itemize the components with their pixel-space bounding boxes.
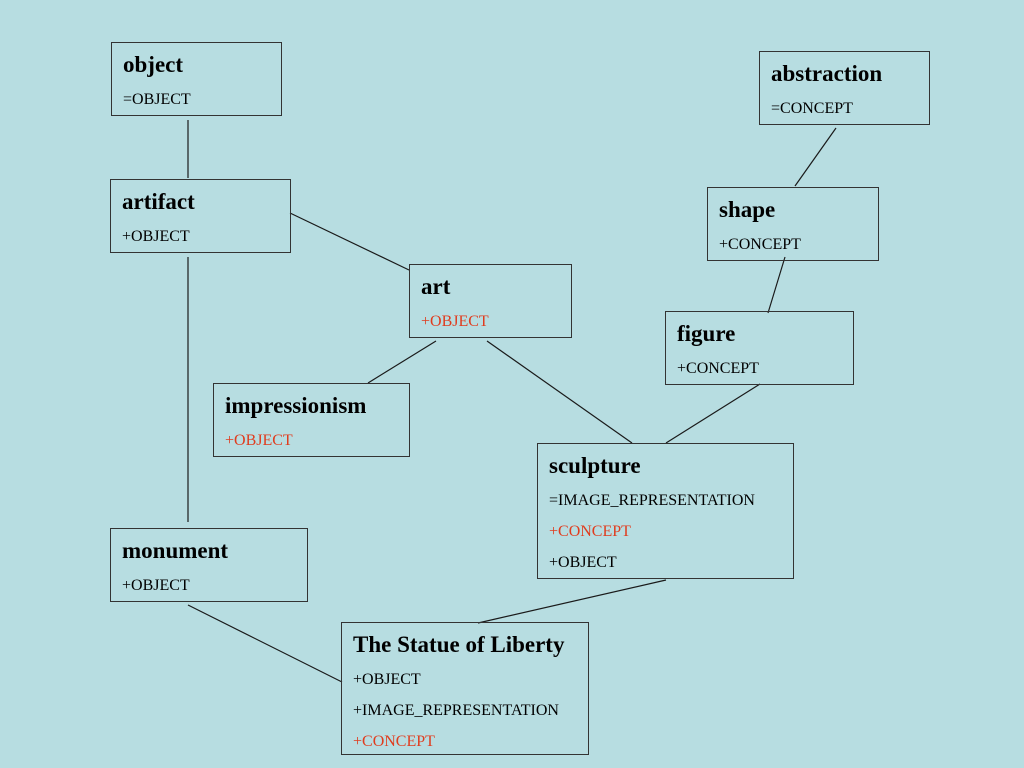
node-title: The Statue of Liberty (353, 632, 565, 657)
node-shape: shape +CONCEPT (707, 187, 879, 261)
node-abstraction: abstraction =CONCEPT (759, 51, 930, 125)
node-artifact: artifact +OBJECT (110, 179, 291, 253)
node-title: abstraction (771, 61, 883, 86)
edge-artifact-art (289, 212, 410, 271)
node-tag: +OBJECT (353, 671, 421, 688)
edge-art-sculpture (486, 340, 633, 444)
node-object: object =OBJECT (111, 42, 282, 116)
node-art: art +OBJECT (409, 264, 572, 338)
node-tag: =IMAGE_REPRESENTATION (549, 492, 755, 509)
node-title: object (123, 52, 184, 77)
node-tag: +OBJECT (549, 554, 617, 571)
node-tag: +CONCEPT (719, 236, 801, 253)
node-impressionism: impressionism +OBJECT (213, 383, 410, 457)
node-tag: +OBJECT (225, 432, 293, 449)
node-monument: monument +OBJECT (110, 528, 308, 602)
edge-art-impressionism (367, 340, 437, 384)
node-title: monument (122, 538, 229, 563)
node-tag: +IMAGE_REPRESENTATION (353, 702, 559, 719)
edge-shape-figure (767, 256, 786, 314)
edge-abstraction-shape (794, 127, 837, 187)
node-tag: =OBJECT (123, 91, 191, 108)
edge-sculpture-statue (477, 579, 667, 624)
node-title: art (421, 274, 451, 299)
node-tag: +OBJECT (122, 577, 190, 594)
node-sculpture: sculpture =IMAGE_REPRESENTATION +CONCEPT… (537, 443, 794, 579)
node-tag: +CONCEPT (549, 523, 631, 540)
node-title: impressionism (225, 393, 367, 418)
edge-monument-statue (187, 604, 343, 683)
node-title: artifact (122, 189, 195, 214)
node-title: shape (719, 197, 776, 222)
node-tag: +OBJECT (122, 228, 190, 245)
node-figure: figure +CONCEPT (665, 311, 854, 385)
node-tag: +CONCEPT (677, 360, 759, 377)
node-title: sculpture (549, 453, 641, 478)
node-title: figure (677, 321, 736, 346)
node-statue-of-liberty: The Statue of Liberty +OBJECT +IMAGE_REP… (341, 622, 589, 755)
node-tag: =CONCEPT (771, 100, 853, 117)
node-tag: +OBJECT (421, 313, 489, 330)
edge-figure-sculpture (665, 383, 761, 444)
node-tag: +CONCEPT (353, 733, 435, 750)
